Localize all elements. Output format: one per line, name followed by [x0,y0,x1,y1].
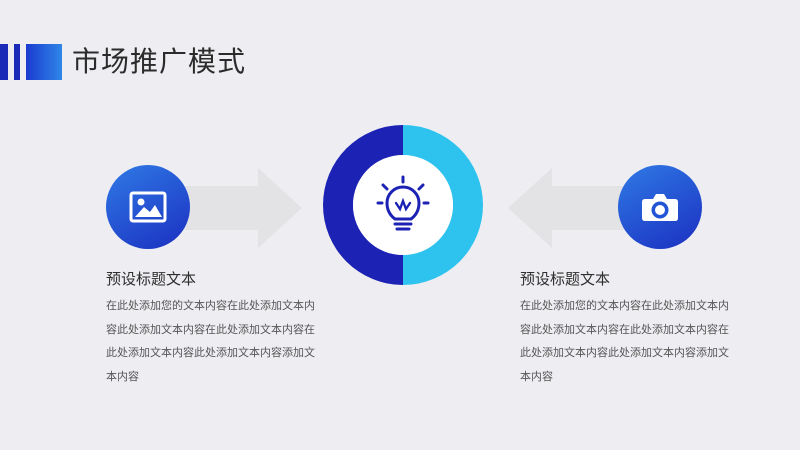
page-title: 市场推广模式 [72,45,247,78]
camera-icon-circle [618,165,702,249]
left-body-text: 在此处添加您的文本内容在此处添加文本内容此处添加文本内容在此处添加文本内容在此处… [106,299,315,383]
accent-block [26,44,62,80]
right-heading: 预设标题文本 [520,270,611,288]
accent-bar [14,44,20,80]
camera-icon [642,194,678,221]
right-body-text: 在此处添加您的文本内容在此处添加文本内容此处添加文本内容在此处添加文本内容在此处… [520,299,729,383]
donut-left-half [323,125,403,285]
center-donut [323,125,483,285]
left-arrow-shape [508,168,632,248]
lightbulb-icon [376,175,430,231]
donut-right-half [403,125,483,285]
left-heading: 预设标题文本 [106,270,197,288]
right-arrow-shape [178,168,302,248]
accent-bar [0,44,8,80]
image-icon-circle [106,165,190,249]
image-icon [129,191,167,223]
